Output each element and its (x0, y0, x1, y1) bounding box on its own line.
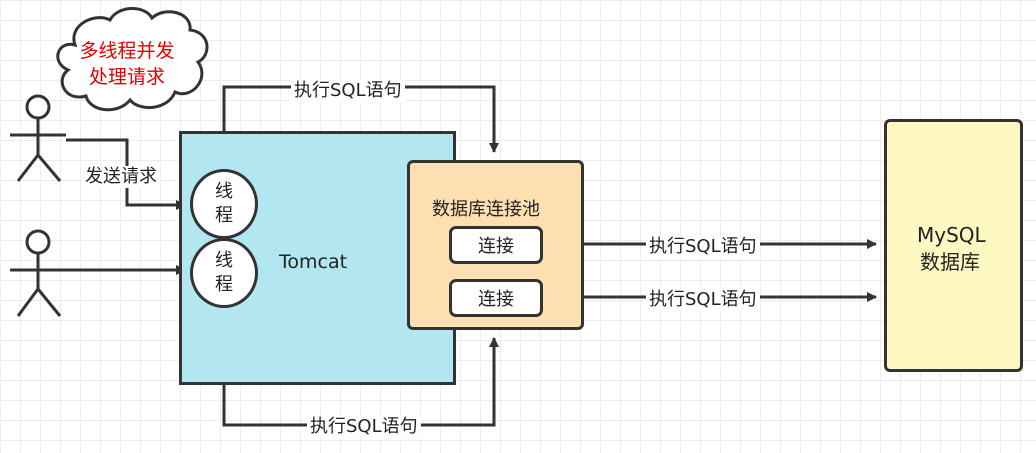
cloud-line-1: 多线程并发 (79, 40, 175, 62)
thread-label-2: 线程 (215, 250, 233, 295)
user-actor-1 (10, 94, 66, 182)
edge-label-top: 执行SQL语句 (291, 80, 405, 102)
thread-node-1: 线程 (190, 169, 258, 239)
connection-label-1: 连接 (478, 236, 514, 257)
edge-label-conn-2: 执行SQL语句 (646, 289, 760, 311)
mysql-label-line-2: 数据库 (920, 250, 980, 274)
thread-label-1: 线程 (215, 181, 233, 226)
connection-box-1: 连接 (449, 226, 543, 264)
cloud-line-2: 处理请求 (88, 66, 165, 88)
send-request-label: 发送请求 (82, 166, 160, 188)
connection-label-2: 连接 (478, 289, 514, 310)
thread-node-2: 线程 (190, 238, 258, 308)
connection-pool-title: 数据库连接池 (432, 199, 540, 220)
edge-label-conn-1: 执行SQL语句 (646, 236, 760, 258)
cloud-label: 多线程并发 处理请求 (60, 38, 194, 90)
edge-label-bottom: 执行SQL语句 (307, 416, 421, 438)
mysql-box (884, 119, 1023, 372)
tomcat-label: Tomcat (279, 251, 348, 273)
connection-box-2: 连接 (449, 279, 543, 317)
mysql-label-line-1: MySQL (917, 223, 986, 247)
user-actor-2 (10, 229, 66, 317)
cloud-shape (56, 7, 209, 112)
